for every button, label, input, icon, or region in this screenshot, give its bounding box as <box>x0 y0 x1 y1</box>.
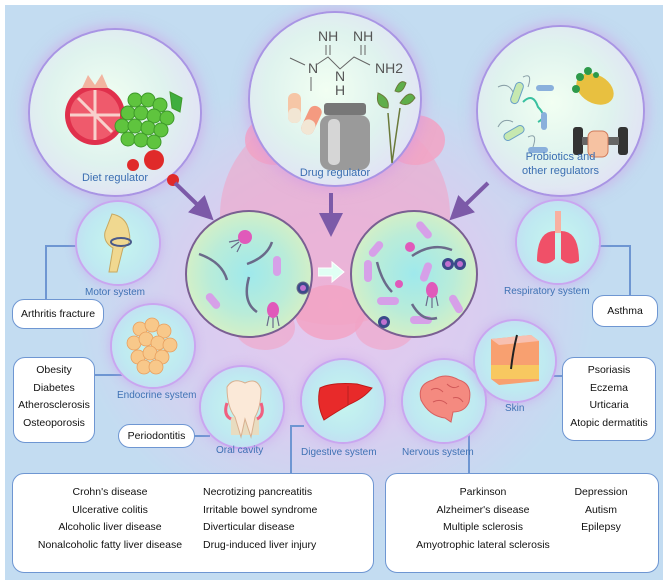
drug-regulator-bubble: NH NH N N H NH2 <box>250 13 420 185</box>
respiratory-system-label: Respiratory system <box>504 286 590 297</box>
disease-item: Psoriasis <box>587 364 631 376</box>
endocrine-connector <box>95 374 123 376</box>
oral-cavity-label: Oral cavity <box>216 445 264 456</box>
disease-item: Parkinson <box>459 486 507 498</box>
motor-connector-vertical <box>45 245 47 300</box>
formula-h-center: H <box>335 82 345 98</box>
digestive-system-node <box>302 360 384 442</box>
disease-item: Necrotizing pancreatitis <box>203 486 313 498</box>
formula-n-left: N <box>308 60 318 76</box>
disease-item: Asthma <box>607 305 643 317</box>
respiratory-connector-vertical <box>629 245 631 295</box>
disease-item: Ulcerative colitis <box>72 503 148 516</box>
disease-item: Atopic dermatitis <box>570 416 648 429</box>
motor-connector <box>45 245 77 247</box>
digestive-diseases-box: Crohn's disease Ulcerative colitis Alcoh… <box>12 473 374 573</box>
formula-n-center: N <box>335 68 345 84</box>
respiratory-diseases-box: Asthma <box>592 295 658 327</box>
liver-icon <box>318 383 373 421</box>
drug-icons: NH NH N N H NH2 <box>288 28 416 170</box>
disease-item: Atherosclerosis <box>18 399 90 411</box>
diet-regulator-bubble: Diet regulator <box>30 30 200 195</box>
drug-regulator-label: Drug regulator <box>299 167 371 179</box>
respiratory-connector <box>596 245 630 247</box>
disease-item: Epilepsy <box>581 521 621 533</box>
skin-node <box>475 321 555 401</box>
disease-item: Autism <box>584 503 618 516</box>
disease-item: Irritable bowel syndrome <box>203 503 318 516</box>
disease-item: Alzheimer's disease <box>436 503 530 516</box>
oral-cavity-node <box>201 367 283 447</box>
knee-joint-icon <box>104 213 132 273</box>
probiotics-icons <box>497 67 628 158</box>
grapes-icon <box>114 91 183 150</box>
formula-nh-left: NH <box>318 28 338 44</box>
disease-item: Amyotrophic lateral sclerosis <box>416 538 550 551</box>
nervous-connector <box>468 414 470 474</box>
probiotics-label-line1: Probiotics and <box>525 151 596 163</box>
oral-diseases-box: Periodontitis <box>118 424 195 448</box>
oral-connector <box>192 435 210 437</box>
formula-nh-right: NH <box>353 28 373 44</box>
disease-item: Urticaria <box>589 399 629 411</box>
nervous-system-node <box>403 360 485 442</box>
skin-layer-icon <box>491 334 539 385</box>
balanced-microbiota-icon <box>364 221 466 328</box>
disease-item: Drug-induced liver injury <box>203 538 317 551</box>
disease-item: Depression <box>574 486 628 498</box>
chemical-formula: NH NH N N H NH2 <box>289 28 403 98</box>
endocrine-system-label: Endocrine system <box>117 390 197 401</box>
skin-connector <box>548 375 562 377</box>
digestive-system-label: Digestive system <box>301 447 377 458</box>
balanced-microbiota-circle <box>350 210 478 338</box>
diagram-panel: Diet regulator NH NH N N H NH2 <box>5 5 663 580</box>
endocrine-system-node <box>112 305 194 387</box>
respiratory-system-node <box>517 201 599 283</box>
diet-regulator-label: Diet regulator <box>81 172 149 184</box>
digestive-connector-h <box>290 425 304 427</box>
disease-item: Obesity <box>36 364 72 376</box>
motor-system-node <box>77 202 159 284</box>
lungs-icon <box>537 211 579 264</box>
disease-item: Periodontitis <box>127 430 186 442</box>
disease-item: Osteoporosis <box>23 416 85 429</box>
probiotic-rods <box>528 85 554 153</box>
probiotics-label-line2: other regulators <box>521 165 600 177</box>
pomegranate-icon <box>65 74 125 145</box>
disease-item: Arthritis fracture <box>20 308 96 320</box>
dysbiotic-microbiota-circle <box>185 210 313 338</box>
motor-system-label: Motor system <box>85 287 146 298</box>
dumbbell-icon <box>573 127 628 158</box>
disease-item: Multiple sclerosis <box>443 521 523 533</box>
nervous-system-label: Nervous system <box>402 447 474 458</box>
skin-label: Skin <box>505 403 525 414</box>
diet-icons <box>65 74 183 186</box>
formula-nh2: NH2 <box>375 60 403 76</box>
disease-item: Nonalcoholic fatty liver disease <box>37 538 183 551</box>
diet-to-microbiota-arrow <box>173 181 214 221</box>
flow-arrows <box>173 181 490 237</box>
capsule-icon <box>288 93 322 135</box>
digestive-connector <box>290 425 292 475</box>
dysbiotic-microbiota-icon <box>198 230 310 328</box>
fat-cells-icon <box>126 317 178 375</box>
motor-diseases-box: Arthritis fracture <box>12 299 104 329</box>
medicine-bottle-icon <box>320 103 370 170</box>
disease-item: Diverticular disease <box>203 521 295 533</box>
transition-arrow-icon <box>318 260 345 284</box>
tooth-icon <box>224 380 264 439</box>
nutrient-cluster-icon <box>572 67 614 105</box>
brain-icon <box>419 375 471 423</box>
endocrine-diseases-box: Obesity Diabetes Atherosclerosis Osteopo… <box>13 357 95 443</box>
probiotics-to-microbiota-arrow <box>449 181 490 221</box>
disease-item: Eczema <box>590 381 628 394</box>
disease-item: Crohn's disease <box>72 486 148 498</box>
probiotics-regulator-bubble: Probiotics and other regulators <box>478 27 643 195</box>
nervous-diseases-box: Parkinson Alzheimer's disease Multiple s… <box>385 473 659 573</box>
disease-item: Alcoholic liver disease <box>58 521 162 533</box>
disease-item: Diabetes <box>33 381 75 394</box>
herb-plant-icon <box>377 81 416 164</box>
skin-diseases-box: Psoriasis Eczema Urticaria Atopic dermat… <box>562 357 656 441</box>
